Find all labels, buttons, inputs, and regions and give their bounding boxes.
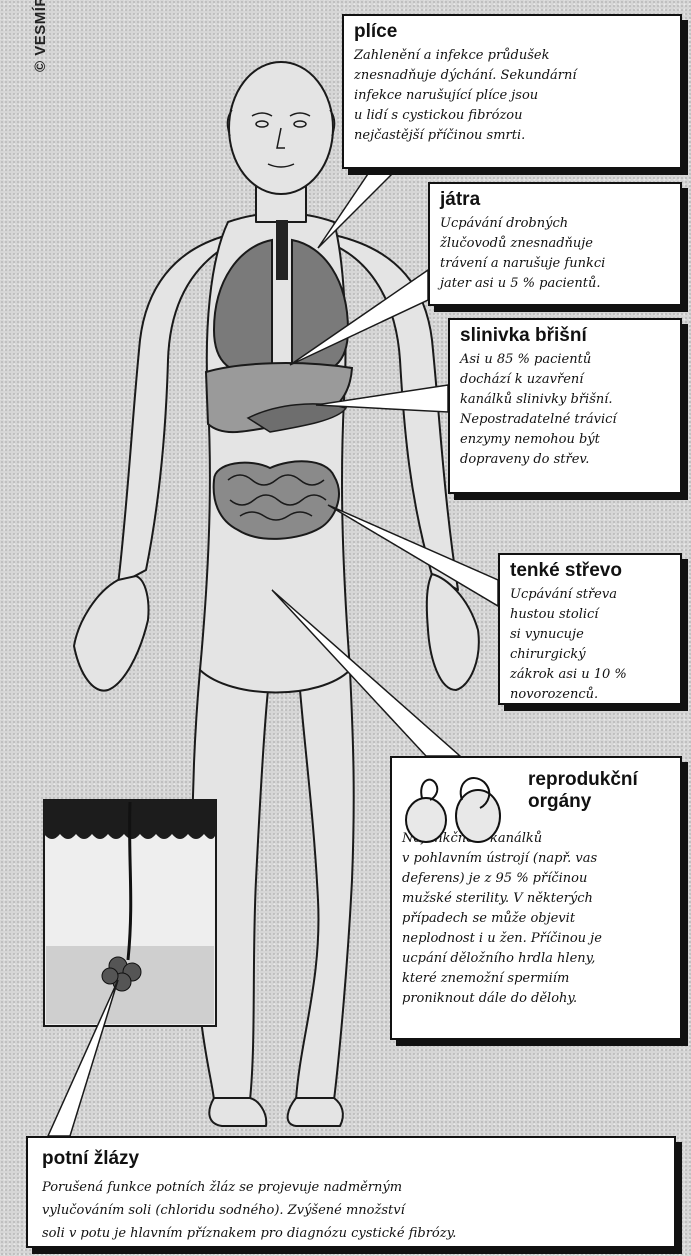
intestines <box>214 461 339 539</box>
head <box>229 62 333 194</box>
callout-plice: plíce Zahlenění a infekce průdušek znesn… <box>342 14 682 169</box>
pointer-streva <box>328 505 498 606</box>
sweat-gland-inset <box>44 800 216 1026</box>
callout-tenke-strevo: tenké střevo Ucpávání střeva hustou stol… <box>498 553 682 705</box>
left-foot <box>209 1098 266 1126</box>
callout-reprodukcni-organy: reprodukční orgány Nefunkčnost kanálků v… <box>390 756 682 1040</box>
right-leg <box>296 670 354 1100</box>
pointer-plice <box>318 168 398 248</box>
right-hand <box>427 574 479 690</box>
trachea <box>276 220 288 280</box>
callout-slinivka-title: slinivka břišní <box>460 325 670 347</box>
reproductive-organs-icon <box>400 768 510 848</box>
callout-jatra: játra Ucpávání drobných žlučovodů znesna… <box>428 182 682 306</box>
callout-reprodukcni-organy-text: Nefunkčnost kanálků v pohlavním ústrojí … <box>402 829 670 1009</box>
callout-reprodukcni-organy-title: reprodukční orgány <box>528 769 670 813</box>
callout-potni-zlazy-title: potní žlázy <box>42 1148 660 1170</box>
callout-plice-title: plíce <box>354 21 670 43</box>
callout-potni-zlazy-text: Porušená funkce potních žláz se projevuj… <box>42 1176 660 1245</box>
right-foot <box>288 1098 343 1126</box>
callout-jatra-title: játra <box>440 189 670 211</box>
callout-tenke-strevo-title: tenké střevo <box>510 560 670 582</box>
callout-potni-zlazy: potní žlázy Porušená funkce potních žláz… <box>26 1136 676 1248</box>
callout-slinivka-text: Asi u 85 % pacientů dochází k uzavření k… <box>460 350 670 470</box>
callout-slinivka: slinivka břišní Asi u 85 % pacientů doch… <box>448 318 682 494</box>
callout-plice-text: Zahlenění a infekce průdušek znesnadňuje… <box>354 46 670 146</box>
left-hand <box>74 576 149 691</box>
callout-jatra-text: Ucpávání drobných žlučovodů znesnadňuje … <box>440 214 670 294</box>
callout-tenke-strevo-text: Ucpávání střeva hustou stolicí si vynucu… <box>510 585 670 705</box>
credit-label: © VESMÍR <box>32 0 49 72</box>
